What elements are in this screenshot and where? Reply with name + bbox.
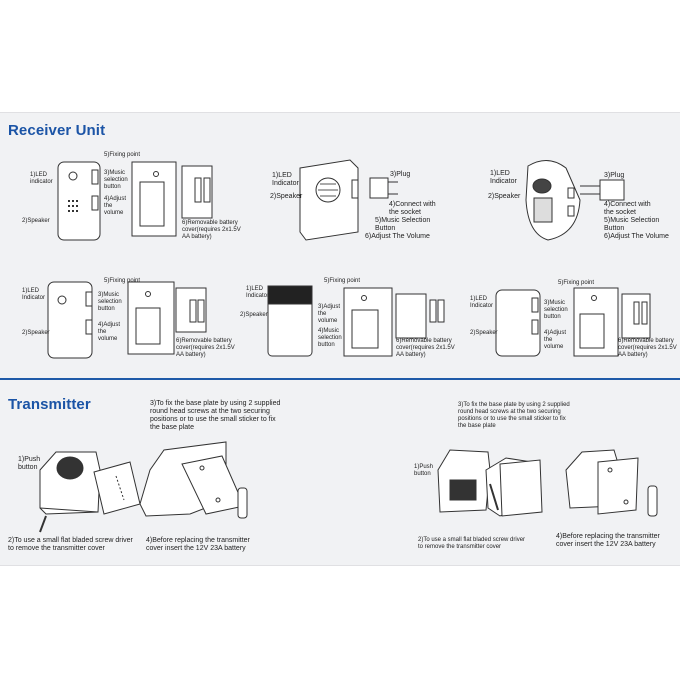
adjust-volume-label: 4)Adjust the volume [98, 322, 121, 342]
battery-insert-label: 4)Before replacing the transmitter cover… [146, 537, 250, 552]
screwdriver-label: 2)To use a small flat bladed screw drive… [418, 537, 526, 550]
receiver-3-device [526, 160, 624, 240]
speaker-label: 2)Speaker [270, 193, 303, 200]
receiver-5-device [268, 286, 444, 356]
music-selection-label: 3)Music selection button [104, 170, 128, 190]
receiver-1-device [58, 162, 212, 240]
battery-insert-label: 4)Before replacing the transmitter cover… [556, 533, 660, 548]
speaker-label: 2)Speaker [470, 330, 498, 336]
speaker-label: 2)Speaker [240, 312, 268, 318]
transmitter-1-device [40, 442, 247, 532]
music-selection-label: 3)Music selection button [544, 300, 568, 320]
speaker-label: 2)Speaker [488, 193, 521, 200]
speaker-label: 2)Speaker [22, 330, 50, 336]
battery-cover-label: 6)Removable battery cover(requires 2x1.5… [182, 220, 241, 240]
socket-label: 4)Connect with the socket [389, 201, 436, 216]
adjust-volume-label: 6)Adjust The Volume [604, 233, 669, 240]
adjust-volume-label: 4)Adjust the volume [544, 330, 567, 350]
push-button-label: 1)Push button [18, 456, 41, 471]
fixing-point-label: 5)Fixing point [558, 280, 595, 286]
receiver-4-device [48, 282, 206, 358]
led-indicator-label: 1)LED Indicator [272, 172, 299, 187]
battery-cover-label: 6)Removable battery cover(requires 2x1.5… [176, 338, 235, 358]
music-selection-label: 3)Music selection button [98, 292, 122, 312]
music-selection-label: 4)Music selection button [318, 328, 342, 348]
led-indicator-label: 1)LED Indicator [490, 170, 517, 185]
receiver-2-device [300, 160, 398, 240]
battery-cover-label: 6)Removable battery cover(requires 2x1.5… [618, 338, 677, 358]
fixing-point-label: 5)Fixing point [104, 152, 141, 158]
receiver-unit-heading: Receiver Unit [8, 122, 106, 139]
transmitter-2-device [438, 450, 657, 516]
transmitter-heading: Transmitter [8, 396, 91, 413]
adjust-volume-label: 4)Adjust the volume [104, 196, 127, 216]
push-button-label: 1)Push button [414, 464, 434, 477]
music-selection-label: 5)Music Selection Button [375, 217, 431, 232]
battery-cover-label: 6)Removable battery cover(requires 2x1.5… [396, 338, 455, 358]
adjust-volume-label: 6)Adjust The Volume [365, 233, 430, 240]
led-indicator-label: 1)LED Indicator [470, 296, 494, 309]
section-divider [0, 378, 680, 380]
adjust-volume-label: 3)Adjust the volume [318, 304, 341, 324]
base-plate-label: 3)To fix the base plate by using 2 suppl… [150, 400, 281, 431]
plug-label: 3)Plug [604, 172, 625, 179]
fixing-point-label: 5)Fixing point [324, 278, 361, 284]
receiver-6-device [496, 288, 650, 356]
led-indicator-label: 1)LED Indicator [22, 288, 46, 301]
fixing-point-label: 5)Fixing point [104, 278, 141, 284]
led-indicator-label: 1)LED indicator [30, 172, 53, 185]
socket-label: 4)Connect with the socket [604, 201, 651, 216]
music-selection-label: 5)Music Selection Button [604, 217, 660, 232]
screwdriver-label: 2)To use a small flat bladed screw drive… [8, 537, 133, 552]
base-plate-label: 3)To fix the base plate by using 2 suppl… [458, 402, 570, 429]
speaker-label: 2)Speaker [22, 218, 50, 224]
led-indicator-label: 1)LED Indicator [246, 286, 270, 299]
plug-label: 3)Plug [390, 171, 411, 178]
